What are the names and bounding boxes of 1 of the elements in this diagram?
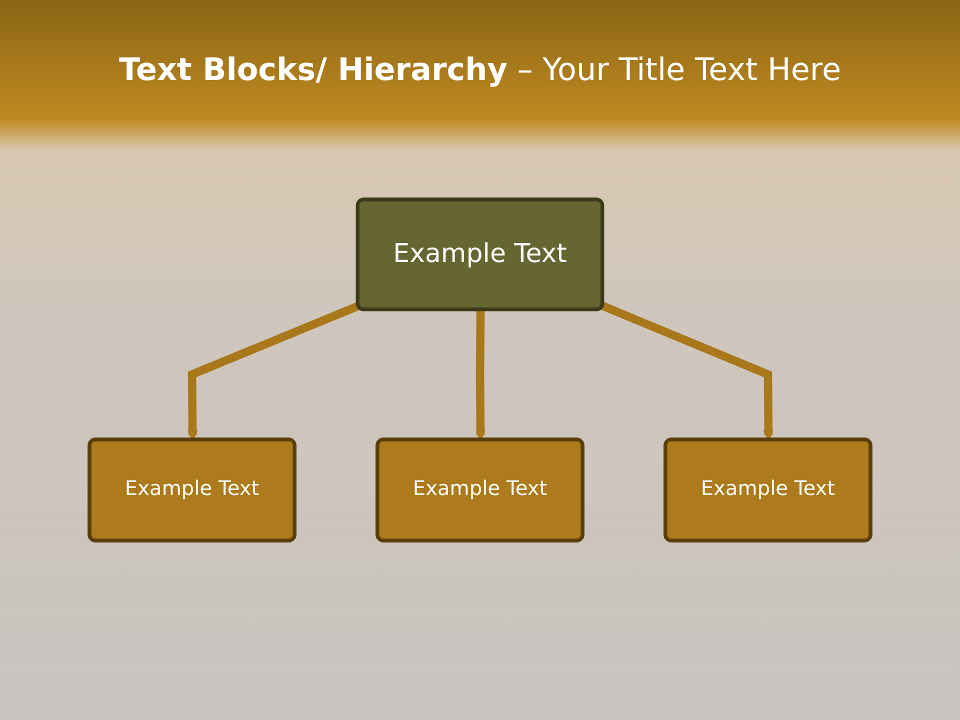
slide-title: Text Blocks/ Hierarchy – Your Title Text Here [118, 52, 842, 88]
